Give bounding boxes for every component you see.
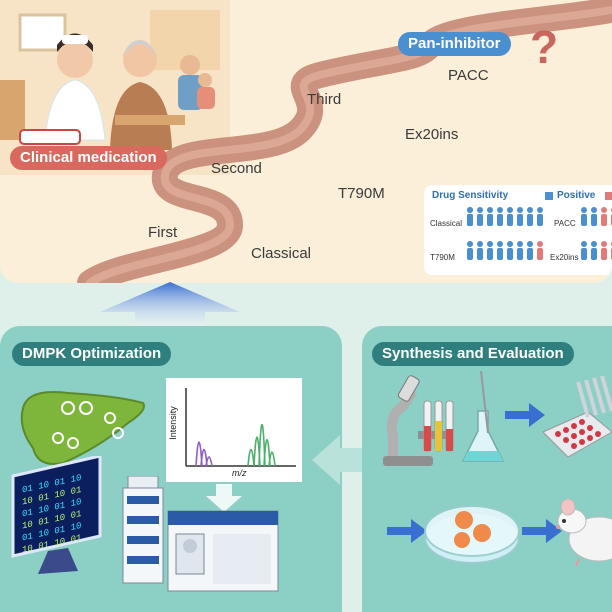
ds-row-classical: Classical (430, 219, 463, 228)
dmpk-label: DMPK Optimization (12, 342, 172, 366)
up-arrow (100, 282, 240, 330)
mass-spectrum-card: Intensity m/z (166, 378, 302, 482)
drug-sensitivity-title: Drug Sensitivity (432, 190, 509, 201)
pan-inhibitor-label: Pan-inhibitor (398, 32, 511, 56)
synthesis-label: Synthesis and Evaluation (372, 342, 574, 366)
mouse-icon (556, 498, 612, 566)
right-arrow-3 (522, 519, 562, 543)
mutation-pacc: PACC (448, 67, 489, 84)
dmpk-panel: DMPK Optimization 01 10 01 10 10 01 10 0… (0, 326, 342, 612)
mutation-ex20ins: Ex20ins (405, 126, 459, 143)
mutation-t790m: T790M (338, 185, 385, 202)
positive-legend-swatch (545, 192, 553, 200)
lcms-instrument-icon (122, 476, 279, 592)
well-plate-icon (542, 375, 612, 458)
generation-first: First (148, 224, 178, 241)
down-arrow (206, 484, 242, 512)
liver-icon (20, 391, 145, 465)
mutation-classical: Classical (251, 245, 312, 262)
lab-equipment-icon (383, 371, 505, 466)
binary-monitor-icon (11, 456, 102, 574)
spectrum-plot (185, 388, 296, 467)
clinical-medication-label: Clinical medication (10, 146, 167, 170)
ds-row-ex20ins: Ex20ins (550, 253, 579, 262)
generation-second: Second (211, 160, 262, 177)
spectrum-x-label: m/z (232, 468, 247, 478)
question-mark: ? (530, 21, 559, 73)
left-arrow (312, 435, 372, 485)
right-arrow-2 (387, 519, 427, 543)
drug-sensitivity-box: Drug Sensitivity Positive Classical T790… (424, 185, 612, 275)
clinic-scene-illustration (0, 0, 230, 175)
petri-dish-icon (424, 505, 520, 564)
top-panel: Clinical medication Pan-inhibitor ? Firs… (0, 0, 612, 283)
negative-legend-swatch (605, 192, 612, 200)
ds-row-t790m: T790M (430, 253, 455, 262)
right-arrow-1 (505, 403, 545, 427)
generation-third: Third (307, 91, 342, 108)
positive-legend-label: Positive (557, 190, 596, 201)
synthesis-panel: Synthesis and Evaluation (362, 326, 612, 612)
ds-row-pacc: PACC (554, 219, 576, 228)
people-icons (467, 207, 612, 260)
spectrum-y-label: Intensity (167, 406, 178, 440)
